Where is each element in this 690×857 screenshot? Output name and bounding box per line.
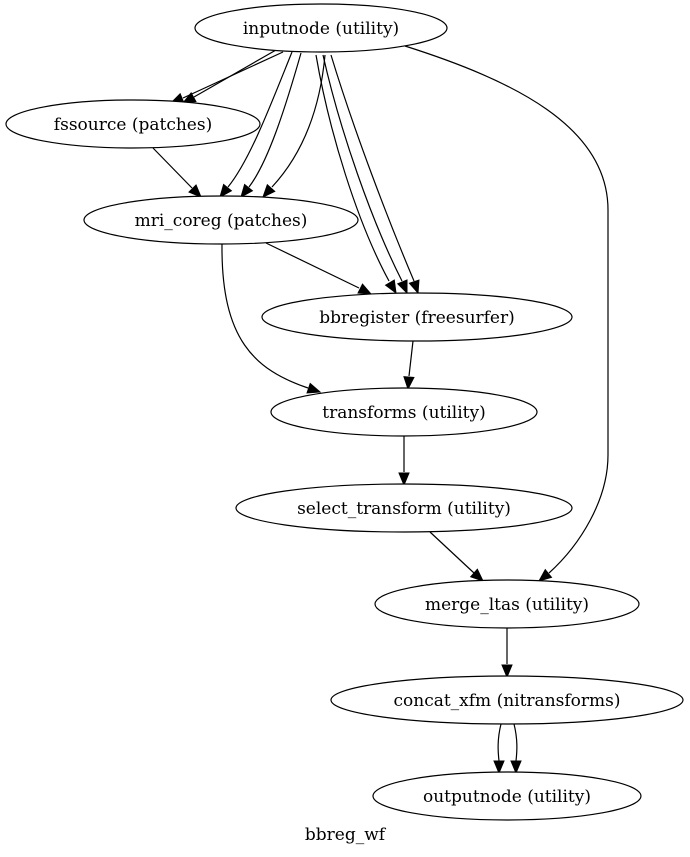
edge-inputnode-to-mri_coreg	[240, 52, 302, 199]
edge-concat_xfm-to-outputnode	[510, 723, 522, 775]
node-shape	[270, 387, 538, 437]
edge-concat_xfm-to-outputnode	[493, 723, 505, 775]
node-merge_ltas: merge_ltas (utility)	[374, 579, 640, 629]
arrowhead	[262, 183, 276, 198]
node-shape	[5, 99, 261, 149]
node-label: bbregister (freesurfer)	[319, 308, 515, 328]
node-shape	[194, 3, 448, 53]
arrowhead	[403, 376, 415, 391]
edge-line	[265, 242, 360, 289]
node-label: fssource (patches)	[54, 115, 212, 135]
node-select_transform: select_transform (utility)	[235, 483, 573, 533]
node-shape	[83, 195, 359, 245]
edge-select_transform-to-merge_ltas	[429, 531, 484, 582]
node-inputnode: inputnode (utility)	[194, 3, 448, 53]
arrowhead	[398, 472, 410, 487]
edge-line	[404, 45, 609, 574]
node-fssource: fssource (patches)	[5, 99, 261, 149]
edge-fssource-to-mri_coreg	[152, 147, 202, 198]
edge-line	[227, 51, 293, 188]
edge-inputnode-to-bbregister	[322, 54, 408, 295]
arrowhead	[493, 760, 505, 775]
arrowhead	[240, 183, 254, 199]
node-label: concat_xfm (nitransforms)	[393, 691, 620, 711]
edge-line	[513, 723, 518, 762]
node-shape	[374, 579, 640, 629]
node-shape	[261, 292, 573, 342]
edge-line	[315, 54, 390, 282]
arrowhead	[537, 568, 553, 582]
graph-title: bbreg_wf	[305, 825, 387, 845]
node-label: outputnode (utility)	[423, 787, 591, 807]
edge-inputnode-to-bbregister	[315, 54, 397, 295]
arrowhead	[306, 382, 322, 394]
edge-inputnode-to-bbregister	[330, 54, 420, 295]
edge-line	[429, 531, 475, 574]
arrowhead	[408, 279, 420, 295]
edge-line	[152, 147, 193, 189]
node-shape	[330, 675, 684, 725]
node-shape	[235, 483, 573, 533]
node-label: select_transform (utility)	[297, 499, 511, 519]
edge-merge_ltas-to-concat_xfm	[501, 628, 513, 679]
edge-inputnode-to-mri_coreg	[219, 51, 293, 199]
edge-line	[322, 54, 403, 282]
edge-line	[221, 243, 309, 389]
edge-mri_coreg-to-bbregister	[265, 242, 373, 295]
arrowhead	[396, 279, 408, 295]
arrowhead	[188, 184, 202, 198]
edge-inputnode-to-merge_ltas	[404, 45, 609, 582]
edge-bbregister-to-transforms	[403, 340, 415, 391]
edge-inputnode-to-mri_coreg	[262, 54, 326, 198]
edge-line	[193, 49, 277, 98]
node-label: mri_coreg (patches)	[135, 211, 308, 231]
edge-line	[271, 54, 326, 188]
node-bbregister: bbregister (freesurfer)	[261, 292, 573, 342]
arrowhead	[219, 183, 233, 199]
arrowhead	[357, 283, 373, 295]
arrowhead	[501, 664, 513, 679]
node-label: transforms (utility)	[322, 403, 485, 423]
arrowhead	[384, 279, 397, 295]
edge-inputnode-to-fssource	[181, 49, 277, 104]
arrowhead	[510, 760, 522, 775]
node-shape	[372, 771, 642, 821]
edge-line	[408, 340, 414, 377]
edge-transforms-to-select_transform	[398, 436, 410, 487]
node-concat_xfm: concat_xfm (nitransforms)	[330, 675, 684, 725]
edge-line	[330, 54, 415, 282]
edge-line	[497, 723, 502, 762]
node-outputnode: outputnode (utility)	[372, 771, 642, 821]
arrowhead	[469, 568, 484, 582]
node-mri_coreg: mri_coreg (patches)	[83, 195, 359, 245]
edge-line	[248, 52, 302, 188]
edges-layer	[152, 45, 609, 775]
nodes-layer: inputnode (utility) fssource (patches) m…	[5, 3, 684, 821]
node-label: inputnode (utility)	[243, 19, 399, 39]
edge-mri_coreg-to-transforms	[221, 243, 322, 394]
node-transforms: transforms (utility)	[270, 387, 538, 437]
node-label: merge_ltas (utility)	[425, 595, 589, 615]
